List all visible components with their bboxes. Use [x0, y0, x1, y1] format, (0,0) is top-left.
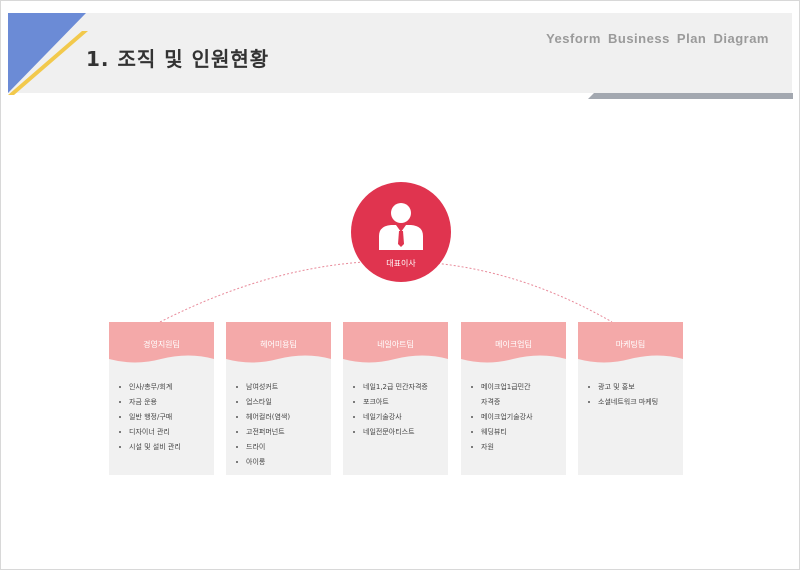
duty-item: 네일전문아티스트 — [351, 425, 428, 440]
brand-text: Yesform Business Plan Diagram — [546, 31, 769, 46]
ceo-node: 대표이사 — [351, 182, 451, 282]
duty-item: 소셜네트워크 마케팅 — [586, 395, 658, 410]
team-name: 경영지원팀 — [143, 340, 180, 349]
duty-item: 메이크업기술강사 — [469, 410, 533, 425]
team-duties: 메이크업1급민간 자격증 메이크업기술강사 웨딩뷰티 자원 — [469, 380, 533, 455]
duty-item: 자격증 — [481, 398, 501, 406]
team-duties: 네일1,2급 민간자격증 포크아트 네일기술강사 네일전문아티스트 — [351, 380, 428, 440]
duty-item: 시설 및 설비 관리 — [117, 440, 181, 455]
duty-item: 메이크업1급민간 — [469, 380, 533, 395]
header-accent-bar — [588, 93, 793, 99]
duty-item: 일반 행정/구매 — [117, 410, 181, 425]
team-header-shape — [226, 322, 331, 363]
duty-item: 광고 및 홍보 — [586, 380, 658, 395]
ceo-label: 대표이사 — [386, 259, 416, 268]
team-header-shape — [578, 322, 683, 363]
team-box-hair: 헤어미용팀 남여성커트 업스타일 헤어컬러(염색) 고전퍼머넌트 드라이 아이롱 — [226, 322, 331, 475]
duty-item: 헤어컬러(염색) — [234, 410, 290, 425]
team-box-nail: 네일아트팀 네일1,2급 민간자격증 포크아트 네일기술강사 네일전문아티스트 — [343, 322, 448, 475]
header-band — [8, 13, 792, 93]
team-name: 네일아트팀 — [377, 340, 414, 349]
team-box-management: 경영지원팀 인사/총무/회계 자금 운용 일반 행정/구매 디자이너 관리 시설… — [109, 322, 214, 475]
duty-item: 네일기술강사 — [351, 410, 428, 425]
team-duties: 남여성커트 업스타일 헤어컬러(염색) 고전퍼머넌트 드라이 아이롱 — [234, 380, 290, 470]
duty-item: 남여성커트 — [234, 380, 290, 395]
team-header-shape — [109, 322, 214, 363]
duty-item: 자금 운용 — [117, 395, 181, 410]
duty-item: 드라이 — [234, 440, 290, 455]
team-header-shape — [461, 322, 566, 363]
team-box-makeup: 메이크업팀 메이크업1급민간 자격증 메이크업기술강사 웨딩뷰티 자원 — [461, 322, 566, 475]
team-duties: 인사/총무/회계 자금 운용 일반 행정/구매 디자이너 관리 시설 및 설비 … — [117, 380, 181, 455]
corner-decoration — [8, 13, 88, 95]
duty-item: 포크아트 — [351, 395, 428, 410]
duty-item: 업스타일 — [234, 395, 290, 410]
page-title: 1. 조직 및 인원현황 — [86, 47, 270, 71]
duty-item: 아이롱 — [234, 455, 290, 470]
team-header-shape — [343, 322, 448, 363]
team-name: 메이크업팀 — [495, 340, 532, 349]
team-name: 헤어미용팀 — [260, 340, 297, 349]
team-box-marketing: 마케팅팀 광고 및 홍보 소셜네트워크 마케팅 — [578, 322, 683, 475]
duty-item: 디자이너 관리 — [117, 425, 181, 440]
person-suit-icon — [379, 203, 423, 250]
duty-item: 웨딩뷰티 — [469, 425, 533, 440]
duty-item: 자원 — [469, 440, 533, 455]
duty-item: 네일1,2급 민간자격증 — [351, 380, 428, 395]
team-duties: 광고 및 홍보 소셜네트워크 마케팅 — [586, 380, 658, 410]
team-name: 마케팅팀 — [615, 340, 646, 349]
duty-item: 고전퍼머넌트 — [234, 425, 290, 440]
duty-item: 인사/총무/회계 — [117, 380, 181, 395]
